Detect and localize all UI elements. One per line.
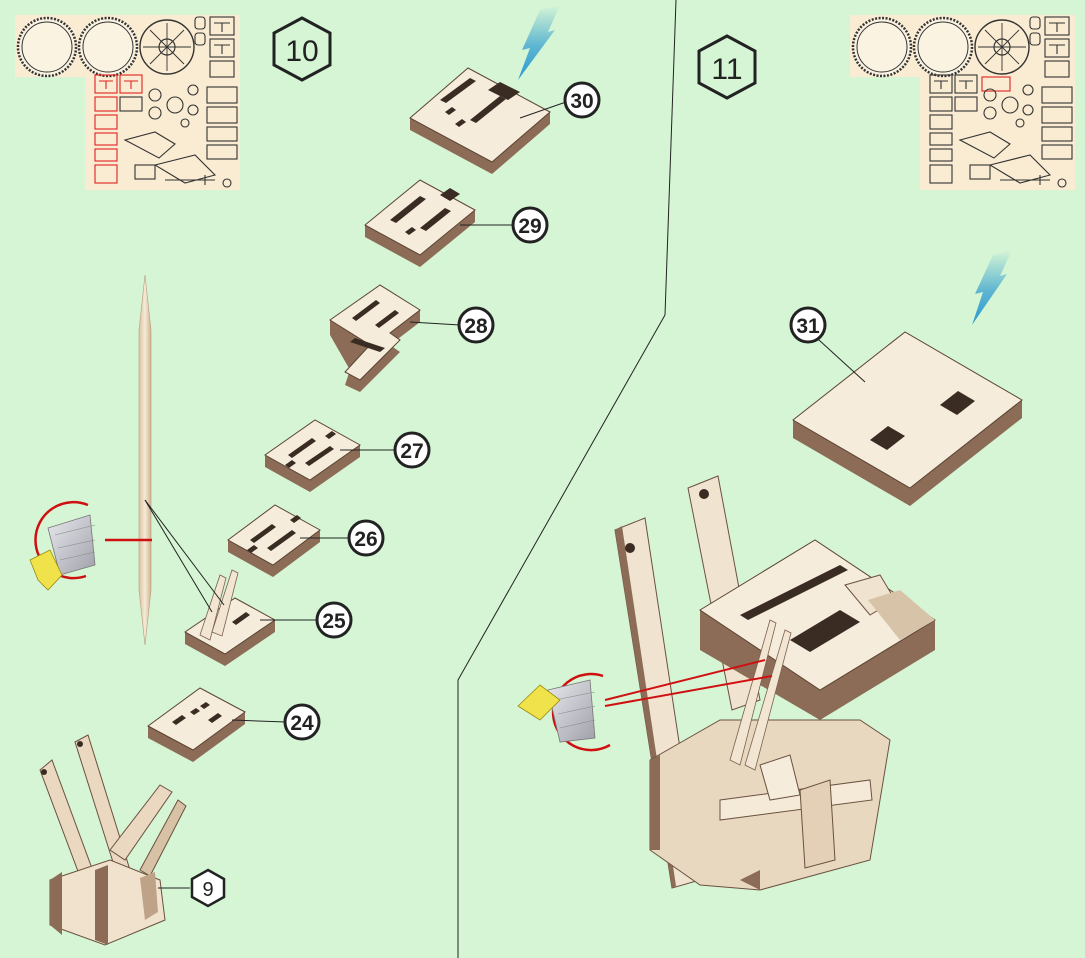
toothpick [139,275,151,645]
part-31-plate [793,332,1022,506]
callout-25-number: 25 [322,610,346,633]
callout-28: 28 [410,308,493,342]
cutter-detail [30,500,224,612]
parts-sheet-step-11 [850,15,1075,190]
callout-26-number: 26 [354,528,377,551]
parts-sheet-step-10 [15,15,240,190]
callout-29-number: 29 [518,215,541,238]
knife-blade-icon [518,680,595,742]
knife-blade-icon [30,515,95,590]
part-26-plate [228,505,320,577]
assembly-9 [40,735,186,945]
part-30-plate [410,68,550,174]
callout-9: 9 [158,870,224,906]
part-29-plate [365,180,475,267]
step-11-badge: 11 [699,36,755,98]
insert-arrow-icon [518,5,560,80]
step-10-badge: 10 [274,18,330,80]
callout-27: 27 [340,433,429,467]
callout-30-number: 30 [570,90,593,113]
callout-24: 24 [232,705,319,739]
callout-31-number: 31 [796,315,820,338]
part-27-plate [265,420,360,492]
part-28-plate [330,285,420,392]
part-25-plate [185,570,275,666]
insert-arrow-icon [972,250,1012,325]
callout-28-number: 28 [464,315,488,338]
step-10-number: 10 [285,35,318,68]
callout-31: 31 [791,308,865,382]
callout-27-number: 27 [400,440,423,463]
main-assembly [615,476,935,890]
callout-9-number: 9 [202,879,213,901]
callout-24-number: 24 [290,712,314,735]
step-11-number: 11 [711,53,742,86]
part-24-plate [148,688,245,762]
